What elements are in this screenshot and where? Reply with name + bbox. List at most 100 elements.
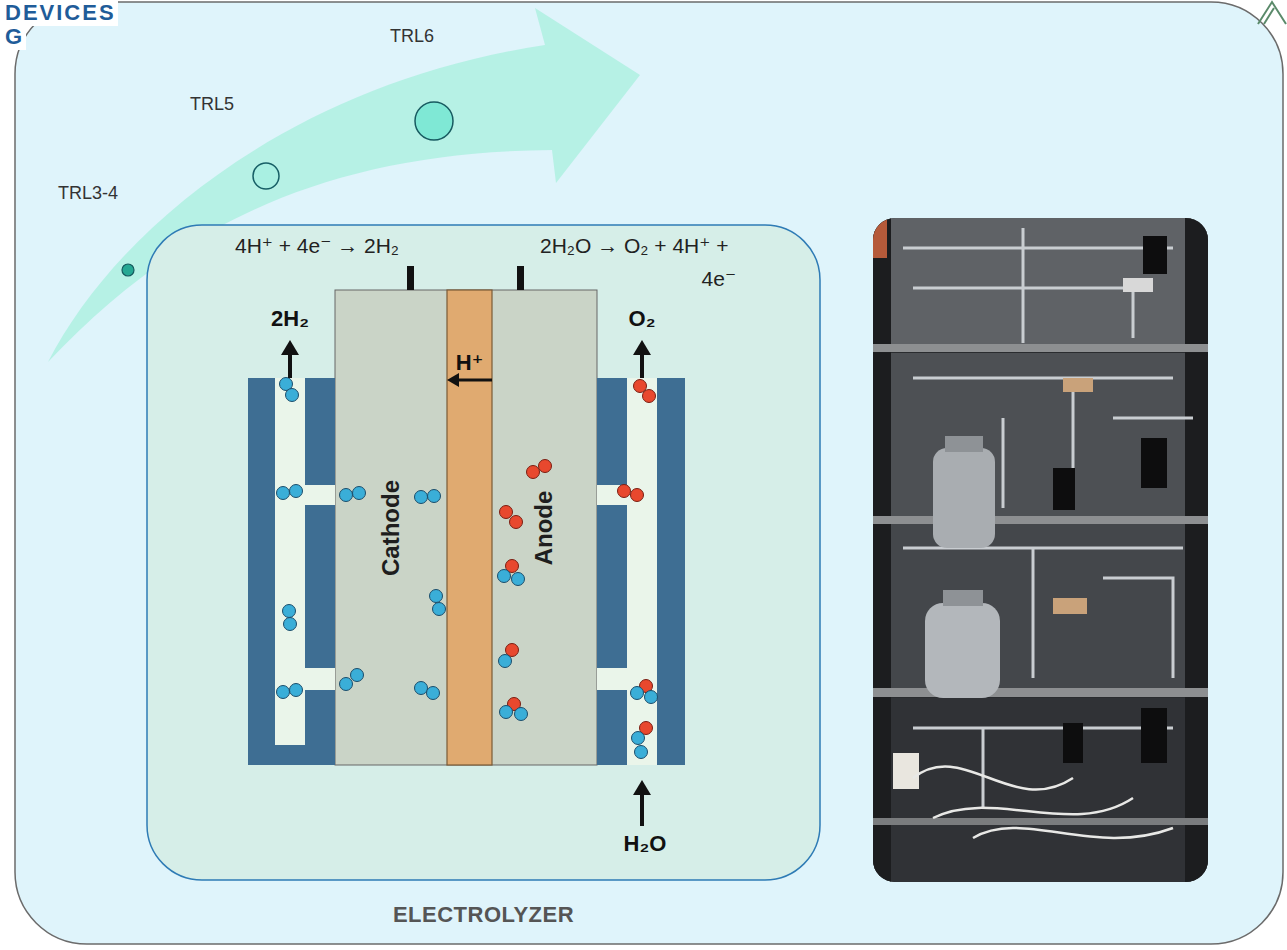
anode-region: Anode <box>492 290 597 765</box>
oxygen-molecules-part <box>634 380 647 393</box>
cell-schematic-part <box>275 378 305 745</box>
hydrogen-molecules-part <box>351 669 364 682</box>
oxygen-molecules <box>500 380 656 529</box>
equipment-photo-part-part <box>1185 218 1208 882</box>
arrow-shaft <box>457 379 492 382</box>
equipment-photo-part-part-part <box>982 728 985 808</box>
page-heading: G <box>5 24 24 49</box>
electrode-label-holder: Anode <box>492 513 597 543</box>
equipment-photo-part-part <box>873 818 1208 825</box>
hydrogen-molecules-part <box>353 487 366 500</box>
cell-schematic-part <box>407 266 414 290</box>
equipment-photo-part-part <box>873 698 1208 882</box>
flow-arrows-part <box>633 780 651 795</box>
cell-schematic <box>248 266 685 765</box>
water-molecules-part <box>631 687 644 700</box>
equipment-photo-part-part <box>913 766 1173 838</box>
flow-arrows-part <box>281 340 299 355</box>
hydrogen-molecules-part <box>277 487 290 500</box>
hydrogen-molecules-part <box>290 684 303 697</box>
water-molecules-part <box>515 708 528 721</box>
equipment-photo-part-part <box>1063 378 1093 392</box>
reaction-equation-holder: 4H⁺ + 4e⁻ → 2H₂ <box>235 229 399 262</box>
cell-schematic-part <box>305 485 335 505</box>
equipment-photo-part-part <box>1053 598 1087 614</box>
hydrogen-molecules-part <box>283 605 296 618</box>
oxygen-molecules-part <box>510 516 523 529</box>
diagram-heading: ELECTROLYZER <box>393 902 574 927</box>
trl-label-holder: TRL3-4 <box>58 183 118 204</box>
trl-dot <box>415 102 453 140</box>
oxygen-molecules-part <box>618 485 631 498</box>
oxygen-molecules-part <box>643 390 656 403</box>
equipment-photo-part-part-part <box>1113 417 1193 420</box>
hydrogen-molecules-part <box>427 687 440 700</box>
equipment-photo-part-part <box>873 218 887 258</box>
arrow-head <box>447 373 459 387</box>
water-molecules <box>498 560 658 759</box>
edge-label-holder: H⁺ <box>456 350 484 376</box>
feed-label: H₂O <box>624 831 667 856</box>
equipment-photo <box>873 218 1208 882</box>
equipment-photo-part-part-part <box>973 828 1173 838</box>
equipment-photo-part-part <box>1141 708 1167 763</box>
hydrogen-molecules-part <box>340 489 353 502</box>
flow-arrows-part <box>640 792 644 826</box>
equipment-photo-part-part-part <box>1022 228 1025 343</box>
electrolyzer-box: 4H⁺ + 4e⁻ → 2H₂2H₂O → O₂ + 4H⁺ + 4e⁻ELEC… <box>147 225 820 880</box>
equipment-photo-part-part-part <box>913 377 1173 380</box>
feed-label-holder: H₂O <box>585 831 705 857</box>
gas-label-holder: O₂ <box>582 306 702 332</box>
water-molecules-part <box>635 746 648 759</box>
outer-panel <box>15 2 1283 944</box>
hydrogen-molecules-part <box>415 682 428 695</box>
cell-schematic-part <box>517 266 524 290</box>
equipment-photo-part-part <box>873 688 1208 697</box>
water-molecules-part <box>512 573 525 586</box>
flow-arrows-part <box>633 340 651 355</box>
equipment-photo-part-part <box>1063 723 1083 763</box>
equipment-photo-part-part <box>893 753 919 789</box>
water-molecules-part <box>498 570 511 583</box>
oxygen-molecules-part <box>500 506 513 519</box>
flow-arrows <box>281 340 651 826</box>
hydrogen-molecules-part <box>290 485 303 498</box>
electrode-label: Cathode <box>376 480 406 576</box>
electrode-label-holder: Cathode <box>335 513 447 543</box>
page-heading-holder: G <box>3 24 26 50</box>
water-molecules-part <box>645 691 658 704</box>
cell-schematic-part <box>305 668 335 690</box>
flow-arrows-part <box>640 352 644 378</box>
equipment-photo-part-part <box>873 523 1208 693</box>
hydrogen-molecules-part <box>340 678 353 691</box>
oxygen-molecules-part <box>527 466 540 479</box>
equipment-photo-part-part <box>1053 468 1075 510</box>
electrode-label: Anode <box>529 490 559 565</box>
trl-dot <box>122 264 134 276</box>
reaction-equation: 4H⁺ + 4e⁻ → 2H₂ <box>235 234 399 257</box>
equipment-photo-part-part <box>903 228 1193 808</box>
diagram-heading-holder: ELECTROLYZER <box>147 902 820 928</box>
equipment-photo-part-part <box>945 436 983 452</box>
page-heading: DEVICES <box>5 0 116 25</box>
cell-schematic-part <box>447 290 492 765</box>
equipment-photo-part-part-part <box>1103 578 1173 678</box>
cell-schematic-part <box>597 378 685 765</box>
cell-schematic-part <box>248 378 335 765</box>
cell-schematic-part <box>627 378 657 765</box>
equipment-photo-part-part <box>873 344 1208 352</box>
gas-label: 2H₂ <box>271 306 309 331</box>
trl-label-holder: TRL5 <box>190 94 234 115</box>
gas-label: O₂ <box>629 306 656 331</box>
equipment-photo-part-part-part <box>1002 418 1005 508</box>
equipment-photo-part-part <box>1141 438 1167 488</box>
equipment-photo-part-part-part <box>903 247 1173 250</box>
hydrogen-molecules-part <box>433 603 446 616</box>
equipment-photo-part-part <box>1123 278 1153 292</box>
hydrogen-molecules <box>277 378 446 700</box>
equipment-photo-part-part <box>873 218 1208 348</box>
logo-part <box>1258 2 1286 24</box>
hydrogen-molecules-part <box>428 490 441 503</box>
